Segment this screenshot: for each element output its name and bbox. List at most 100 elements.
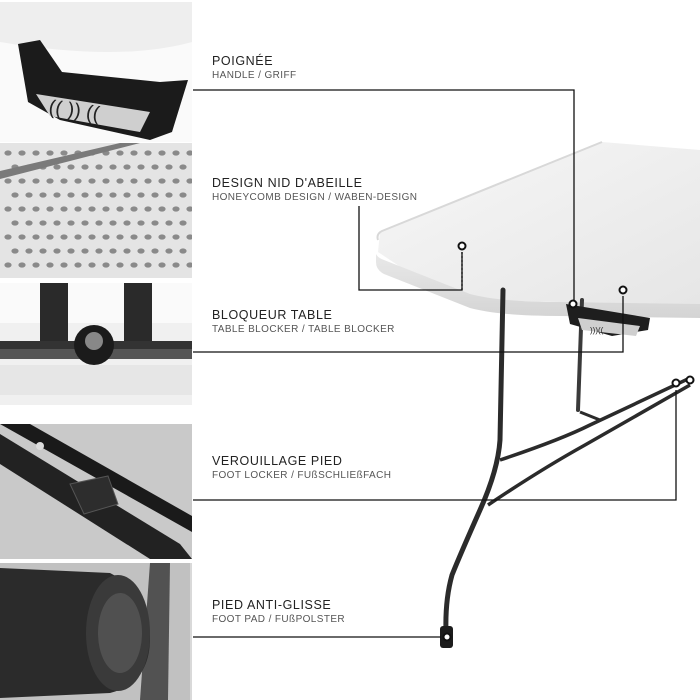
- honeycomb-cell: [186, 206, 192, 212]
- honeycomb-cell: [144, 234, 152, 240]
- honeycomb-cell: [11, 192, 19, 198]
- honeycomb-cell: [130, 150, 138, 156]
- feature-honeycomb: DESIGN NID D'ABEILLE HONEYCOMB DESIGN / …: [212, 175, 417, 205]
- honeycomb-cell: [130, 234, 138, 240]
- honeycomb-cell: [74, 262, 82, 268]
- feature-title: PIED ANTI-GLISSE: [212, 598, 332, 612]
- honeycomb-cell: [46, 150, 54, 156]
- leader-line-honeycomb: [358, 206, 463, 291]
- honeycomb-cell: [144, 206, 152, 212]
- leg-bar: [0, 143, 140, 179]
- thumbnail-handle: (( )) ((: [0, 2, 192, 142]
- honeycomb-cell: [116, 150, 124, 156]
- honeycomb-cell: [4, 178, 12, 184]
- honeycomb-cell: [144, 262, 152, 268]
- leader-line-footlock: [193, 390, 677, 501]
- honeycomb-cell: [179, 248, 187, 254]
- honeycomb-cell: [95, 192, 103, 198]
- honeycomb-cell: [179, 220, 187, 226]
- thumbnail-footlock: [0, 424, 192, 559]
- honeycomb-cell: [18, 206, 26, 212]
- honeycomb-cell: [144, 178, 152, 184]
- honeycomb-cell: [67, 192, 75, 198]
- svg-text:)))((: )))((: [590, 326, 604, 335]
- callout-dot-footlock-2: [685, 375, 695, 385]
- honeycomb-cell: [25, 220, 33, 226]
- leader-lines: [193, 89, 677, 638]
- honeycomb-cell: [32, 262, 40, 268]
- callout-dot-handle: [568, 299, 578, 309]
- honeycomb-cell: [81, 164, 89, 170]
- honeycomb-cell: [158, 178, 166, 184]
- honeycomb-cell: [144, 150, 152, 156]
- callout-dot-footlock: [671, 378, 681, 388]
- feature-blocker: BLOQUEUR TABLE TABLE BLOCKER / TABLE BLO…: [212, 307, 395, 337]
- honeycomb-cell: [165, 192, 173, 198]
- honeycomb-cell: [137, 248, 145, 254]
- honeycomb-cell: [123, 192, 131, 198]
- honeycomb-cell: [4, 234, 12, 240]
- callout-dot-blocker: [618, 285, 628, 295]
- honeycomb-cell: [116, 262, 124, 268]
- honeycomb-cell: [25, 192, 33, 198]
- honeycomb-cell: [109, 164, 117, 170]
- honeycomb-cell: [74, 178, 82, 184]
- honeycomb-cell: [109, 220, 117, 226]
- thumbnail-blocker: [0, 283, 192, 405]
- honeycomb-cell: [172, 178, 180, 184]
- honeycomb-cell: [172, 206, 180, 212]
- honeycomb-cell: [151, 192, 159, 198]
- honeycomb-cell: [53, 192, 61, 198]
- feature-subtitle: TABLE BLOCKER / TABLE BLOCKER: [212, 324, 395, 335]
- feature-handle: POIGNÉE HANDLE / GRIFF: [212, 53, 297, 83]
- cross-braces: [487, 376, 691, 507]
- honeycomb-cell: [186, 178, 192, 184]
- callout-dot-honeycomb: [457, 241, 467, 251]
- honeycomb-cell: [74, 234, 82, 240]
- honeycomb-cell: [186, 262, 192, 268]
- honeycomb-cell: [158, 150, 166, 156]
- honeycomb-cell: [60, 150, 68, 156]
- table-leg-front: [440, 287, 506, 648]
- honeycomb-cell: [116, 178, 124, 184]
- honeycomb-cell: [123, 164, 131, 170]
- honeycomb-cell: [18, 262, 26, 268]
- honeycomb-cell: [95, 248, 103, 254]
- honeycomb-cell: [165, 164, 173, 170]
- honeycomb-cell: [151, 164, 159, 170]
- honeycomb-cell: [4, 206, 12, 212]
- honeycomb-cell: [46, 206, 54, 212]
- honeycomb-cell: [151, 220, 159, 226]
- honeycomb-cell: [102, 234, 110, 240]
- feature-subtitle: HANDLE / GRIFF: [212, 70, 297, 81]
- feature-subtitle: FOOT PAD / FUßPOLSTER: [212, 614, 346, 625]
- honeycomb-cell: [60, 234, 68, 240]
- leader-line-handle: [193, 89, 575, 300]
- table-handle: )))((: [566, 304, 650, 336]
- honeycomb-cell: [81, 248, 89, 254]
- thumbnail-footpad: [0, 563, 192, 700]
- honeycomb-cell: [102, 262, 110, 268]
- honeycomb-cell: [130, 178, 138, 184]
- honeycomb-cell: [18, 178, 26, 184]
- honeycomb-cell: [158, 234, 166, 240]
- honeycomb-cell: [179, 192, 187, 198]
- honeycomb-cell: [109, 248, 117, 254]
- honeycomb-cell: [60, 262, 68, 268]
- feature-title: POIGNÉE: [212, 54, 274, 68]
- honeycomb-cell: [165, 220, 173, 226]
- honeycomb-cell: [81, 192, 89, 198]
- honeycomb-cell: [186, 150, 192, 156]
- honeycomb-cell: [123, 220, 131, 226]
- honeycomb-cell: [32, 234, 40, 240]
- feature-title: BLOQUEUR TABLE: [212, 308, 333, 322]
- feature-footpad: PIED ANTI-GLISSE FOOT PAD / FUßPOLSTER: [212, 597, 345, 627]
- feature-title: VEROUILLAGE PIED: [212, 454, 343, 468]
- honeycomb-cell: [116, 234, 124, 240]
- honeycomb-cell: [158, 262, 166, 268]
- honeycomb-cell: [32, 150, 40, 156]
- honeycomb-cell: [53, 248, 61, 254]
- honeycomb-cell: [88, 206, 96, 212]
- honeycomb-cell: [60, 178, 68, 184]
